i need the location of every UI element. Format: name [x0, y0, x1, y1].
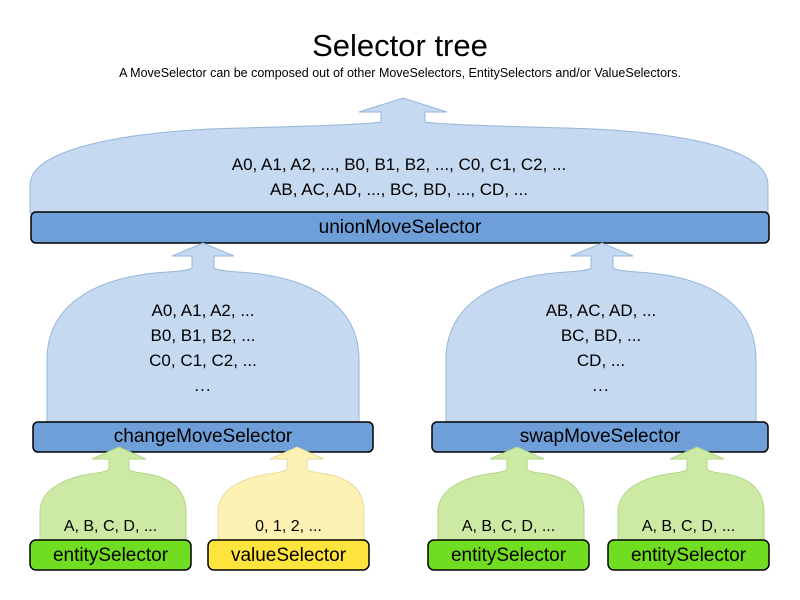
change-move-selector-shape	[46, 242, 360, 425]
entity-selector-3-bar[interactable]	[607, 539, 770, 571]
swap-move-selector-bar[interactable]	[431, 421, 769, 453]
union-move-selector-shape	[29, 97, 769, 214]
entity-selector-1-bar[interactable]	[29, 539, 192, 571]
swap-move-selector-shape	[445, 242, 757, 425]
entity-selector-2-shape	[437, 446, 585, 543]
entity-selector-2-bar[interactable]	[427, 539, 590, 571]
page-title: Selector tree	[312, 28, 488, 63]
page-subtitle: A MoveSelector can be composed out of ot…	[119, 66, 681, 80]
value-selector-1-shape	[217, 446, 365, 543]
change-move-selector-bar[interactable]	[32, 421, 374, 453]
entity-selector-1-shape	[39, 446, 187, 543]
union-move-selector-bar[interactable]	[30, 211, 770, 244]
value-selector-1-bar[interactable]	[207, 539, 370, 571]
entity-selector-3-shape	[617, 446, 765, 543]
